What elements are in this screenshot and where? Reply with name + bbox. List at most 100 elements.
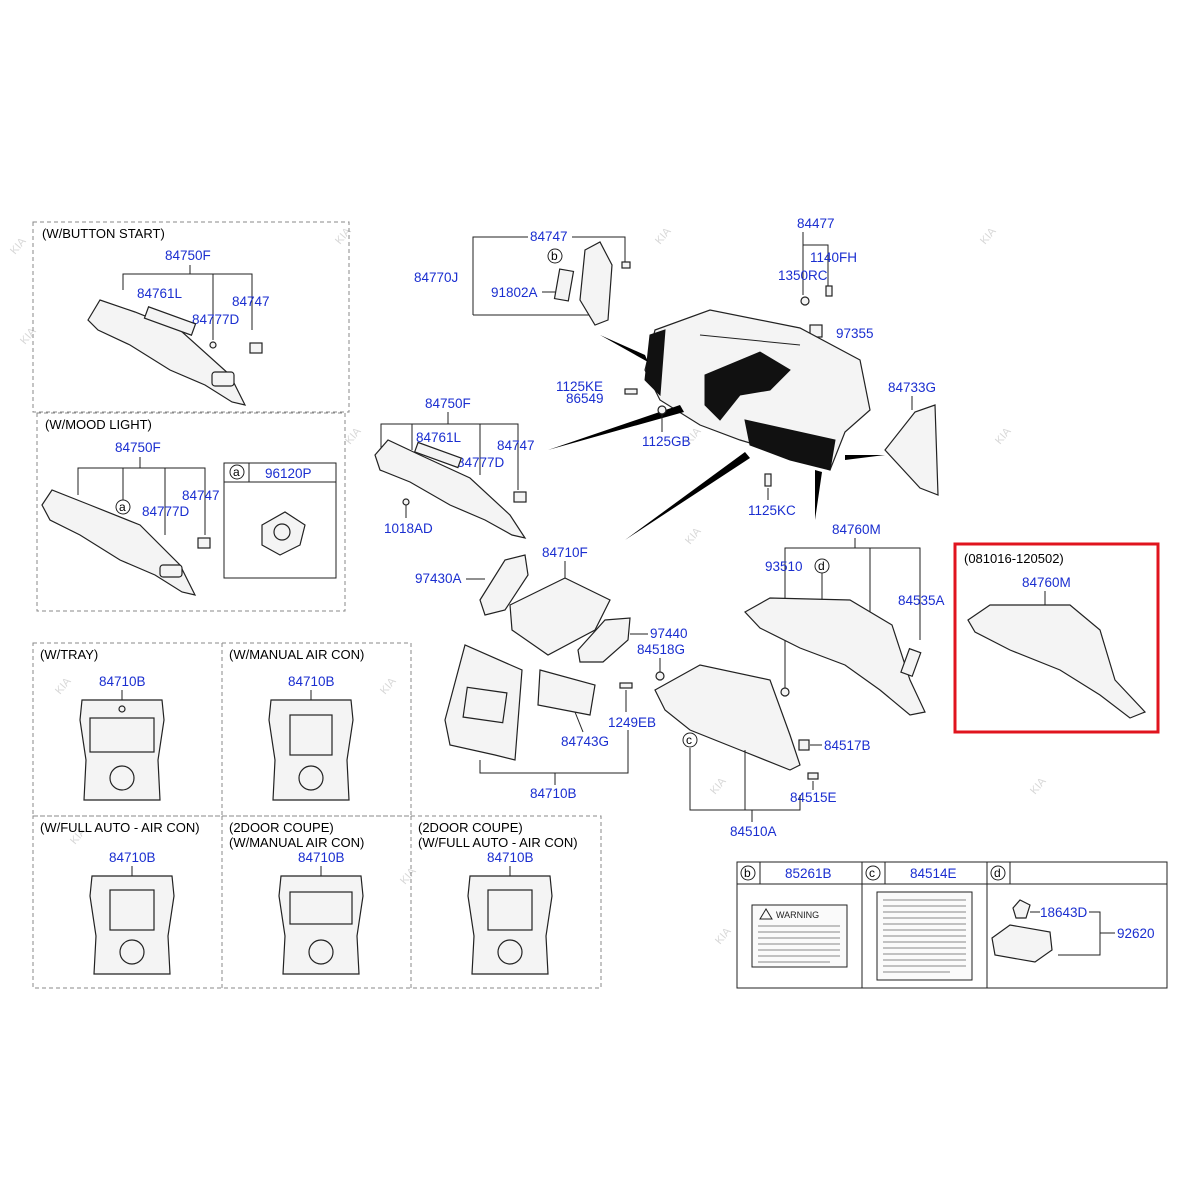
- callout-letter: b: [744, 866, 751, 880]
- detail-table: b 85261B c 84514E d WARNING: [736, 861, 1168, 989]
- glove-box-group: 84760M 93510 d 84535A c 84517B 84515E 84…: [654, 522, 945, 839]
- variant-title: (W/MANUAL AIR CON): [229, 835, 364, 850]
- clip: [780, 687, 790, 697]
- part-number: 84761L: [416, 430, 462, 445]
- part-number: 84770J: [414, 270, 458, 285]
- fascia-opening: [462, 686, 508, 724]
- part-number: 84761L: [137, 286, 183, 301]
- mood-light-group: 84750F 84747 84777D a a 96120P: [41, 440, 312, 596]
- part-number: 97430A: [415, 571, 462, 586]
- crash-pad-group: 84477 1140FH 1350RC 97355 1125KE 86549 1…: [548, 216, 939, 540]
- part-number: 1350RC: [778, 268, 828, 283]
- variant-title: (W/FULL AUTO - AIR CON): [40, 820, 200, 835]
- label-plate: [553, 268, 575, 302]
- part-number: 84477: [797, 216, 835, 231]
- part-number: 84733G: [888, 380, 936, 395]
- warning-label-text: WARNING: [776, 910, 819, 920]
- watermark: KIA: [713, 925, 734, 947]
- fascia-manual-air: 84710B: [268, 674, 354, 801]
- side-bracket-group: 84747 84770J 91802A b: [414, 229, 631, 326]
- control-knob: [308, 939, 334, 965]
- part-number: 84760M: [1022, 575, 1071, 590]
- audio-opening: [289, 714, 333, 756]
- callout-d: [990, 865, 1006, 881]
- clip: [513, 491, 527, 503]
- control-knob: [119, 939, 145, 965]
- callout-letter: c: [686, 733, 692, 747]
- callout-b: [740, 865, 756, 881]
- switch-bracket: [143, 306, 197, 336]
- part-number: 84710F: [542, 545, 588, 560]
- part-number: 84750F: [425, 396, 471, 411]
- callout-letter: a: [233, 465, 240, 479]
- part-number: 84747: [232, 294, 270, 309]
- part-number: 1018AD: [384, 521, 433, 536]
- clip: [197, 537, 211, 549]
- callout-c: [865, 865, 881, 881]
- fascia-coupe-auto: 84710B: [467, 850, 553, 975]
- nut: [800, 296, 810, 306]
- callout-a: [115, 499, 131, 515]
- lower-panel-group: 84750F 84761L 84747 84777D 1018AD: [374, 396, 535, 539]
- clip: [621, 261, 631, 269]
- audio-opening: [487, 889, 533, 931]
- watermark: KIA: [343, 425, 364, 447]
- variant-title: (081016-120502): [964, 551, 1064, 566]
- variant-title: (W/TRAY): [40, 647, 98, 662]
- part-number: 1125KC: [748, 503, 796, 518]
- variant-title: (W/FULL AUTO - AIR CON): [418, 835, 578, 850]
- control-knob: [109, 765, 135, 791]
- warning-label: [751, 904, 848, 968]
- tray-cover: [509, 577, 611, 656]
- clip: [249, 342, 263, 354]
- glove-box: [654, 664, 801, 771]
- damper: [900, 647, 922, 678]
- air-vent-left: [479, 554, 529, 616]
- part-number: 1140FH: [810, 250, 857, 265]
- switch-bracket: [413, 441, 463, 469]
- ashtray: [537, 669, 596, 716]
- bumper: [798, 739, 810, 751]
- variant-title: (W/BUTTON START): [42, 226, 165, 241]
- callout-a: [229, 464, 245, 480]
- watermark: KIA: [333, 225, 354, 247]
- watermark: KIA: [993, 425, 1014, 447]
- part-number: 84710B: [487, 850, 534, 865]
- part-number: 84515E: [790, 790, 837, 805]
- glove-box-lamp: [991, 924, 1053, 963]
- side-cover: [579, 241, 613, 326]
- control-knob: [298, 765, 324, 791]
- fascia-full-auto: 84710B: [89, 850, 175, 975]
- screw: [209, 341, 217, 349]
- screw: [619, 682, 633, 689]
- part-number: 84710B: [99, 674, 146, 689]
- part-number: 84760M: [832, 522, 881, 537]
- watermark: KIA: [398, 865, 419, 887]
- crash-pad-lower-panel: [41, 489, 197, 596]
- callout-letter: c: [869, 866, 875, 880]
- side-opening: [644, 329, 666, 397]
- highlight-box: [953, 542, 1160, 734]
- part-number: 84750F: [115, 440, 161, 455]
- part-number: 96120P: [265, 466, 312, 481]
- button-start-group: 84750F 84761L 84747 84777D: [87, 248, 270, 406]
- part-number: 97355: [836, 326, 874, 341]
- part-number: 1249EB: [608, 715, 656, 730]
- audio-opening: [109, 889, 155, 931]
- part-number: 92620: [1117, 926, 1155, 941]
- tray-opening: [89, 717, 155, 753]
- part-number: 93510: [765, 559, 803, 574]
- variant-box-mood-light: [36, 412, 346, 612]
- lamp-lens: [273, 523, 291, 541]
- callout-c: [682, 732, 698, 748]
- part-number: 84747: [497, 438, 535, 453]
- part-number: 1125KE: [556, 379, 603, 394]
- callout-letter: a: [119, 500, 126, 514]
- part-number: 84777D: [192, 312, 240, 327]
- watermark: KIA: [978, 225, 999, 247]
- watermark: KIA: [378, 675, 399, 697]
- part-number: 84743G: [561, 734, 609, 749]
- watermark: KIA: [1028, 775, 1049, 797]
- detail-box-a: [223, 462, 337, 579]
